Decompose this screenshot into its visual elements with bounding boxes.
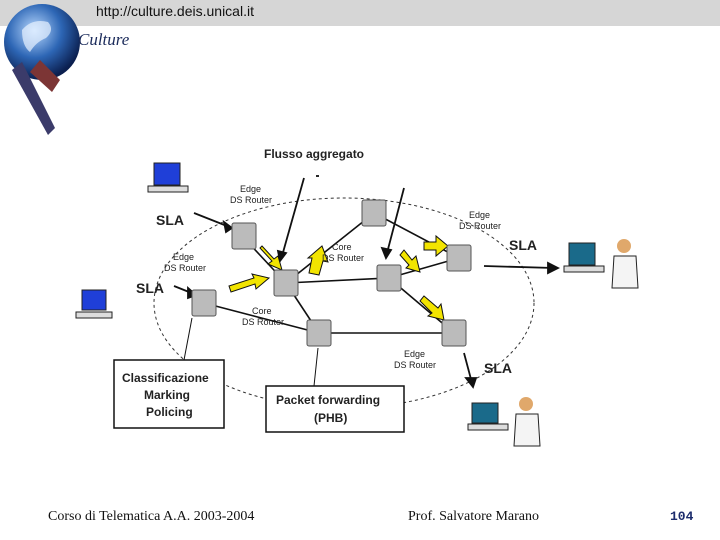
router-label-core: Core	[252, 306, 272, 316]
diffserv-network-diagram: Flusso aggregato SLA SLA SLA SLA Edge DS…	[75, 147, 639, 447]
site-url-link[interactable]: http://culture.deis.unical.it	[96, 3, 254, 19]
footer-course: Corso di Telematica A.A. 2003-2004	[48, 509, 255, 524]
router-label-ds: DS Router	[322, 253, 364, 263]
phb-box-line: Packet forwarding	[276, 393, 380, 407]
classification-box-line: Marking	[144, 388, 190, 402]
sla-label: SLA	[136, 280, 164, 296]
logo-text: Culture	[78, 30, 130, 49]
router-label-ds: DS Router	[394, 360, 436, 370]
footer-author: Prof. Salvatore Marano	[408, 509, 540, 524]
diagram-title: Flusso aggregato	[264, 147, 364, 161]
footer-page-number: 104	[670, 509, 694, 524]
router-label-edge: Edge	[173, 252, 194, 262]
router-label-ds: DS Router	[459, 221, 501, 231]
router-label-edge: Edge	[240, 184, 261, 194]
classification-box-line: Classificazione	[122, 371, 209, 385]
top-bar	[0, 0, 720, 26]
sla-label: SLA	[156, 212, 184, 228]
router-label-ds: DS Router	[164, 263, 206, 273]
router-label-edge: Edge	[469, 210, 490, 220]
sla-label: SLA	[509, 237, 537, 253]
classification-box-line: Policing	[146, 405, 193, 419]
sla-label: SLA	[484, 360, 512, 376]
router-label-edge: Edge	[404, 349, 425, 359]
router-label-core: Core	[332, 242, 352, 252]
router-label-ds: DS Router	[230, 195, 272, 205]
router-label-ds: DS Router	[242, 317, 284, 327]
globe-logo-icon	[4, 4, 80, 135]
phb-box-line: (PHB)	[314, 411, 347, 425]
